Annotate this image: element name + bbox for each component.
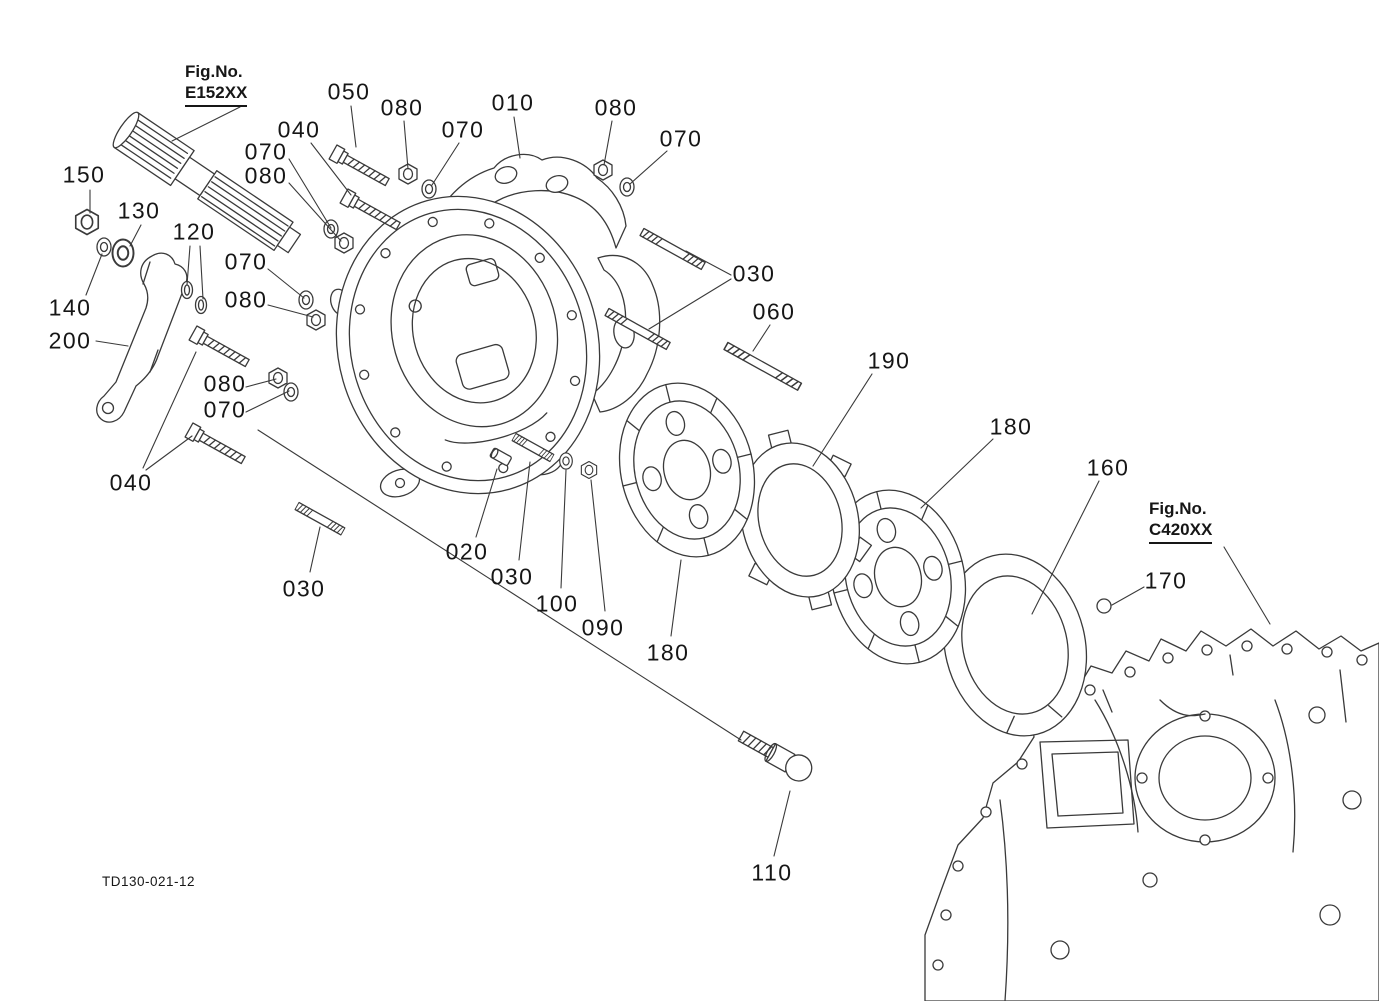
fig-ref-label: Fig.No. [185, 62, 243, 81]
clutch-housing [329, 153, 661, 498]
part-callout-030-27: 030 [490, 563, 534, 590]
part-callout-140-3: 140 [48, 294, 92, 321]
stud-030-bottom [294, 501, 346, 536]
washer-130 [111, 238, 135, 268]
part-callout-050-8: 050 [327, 78, 371, 105]
bolt-040-left-1 [188, 325, 252, 371]
part-callout-170-23: 170 [1144, 567, 1188, 594]
part-callout-040-7: 040 [277, 116, 321, 143]
bolt-050 [328, 144, 392, 190]
part-callout-180-21: 180 [989, 413, 1033, 440]
ball-170 [1096, 598, 1112, 614]
part-callout-180-30: 180 [646, 639, 690, 666]
part-callout-070-14: 070 [224, 248, 268, 275]
part-callout-100-28: 100 [535, 590, 579, 617]
washer-070-b [619, 177, 635, 197]
part-callout-040-24: 040 [109, 469, 153, 496]
washer-140 [96, 237, 112, 257]
part-callout-200-4: 200 [48, 327, 92, 354]
fasteners [74, 144, 1112, 782]
part-callout-080-19: 080 [203, 370, 247, 397]
bolt-040-top [339, 188, 403, 234]
part-callout-070-20: 070 [203, 396, 247, 423]
part-callout-010-11: 010 [491, 89, 535, 116]
drawing-code: TD130-021-12 [102, 874, 196, 889]
bolt-110 [737, 730, 813, 782]
part-callout-070-5: 070 [244, 138, 288, 165]
nut-080-c [334, 232, 354, 254]
nut-090 [580, 460, 598, 480]
nut-150 [74, 208, 100, 236]
washer-100 [559, 452, 573, 470]
part-callout-130-1: 130 [117, 197, 161, 224]
part-callout-080-15: 080 [224, 286, 268, 313]
nut-080-d [306, 309, 326, 331]
part-callout-090-29: 090 [581, 614, 625, 641]
part-callout-060-17: 060 [752, 298, 796, 325]
part-callout-070-10: 070 [441, 116, 485, 143]
clutch-disc-rear [829, 489, 967, 665]
clutch-disc-front [618, 382, 756, 558]
part-callout-030-25: 030 [282, 575, 326, 602]
part-callout-070-13: 070 [659, 125, 703, 152]
fig-ref-number: C420XX [1149, 519, 1213, 544]
part-callout-160-22: 160 [1086, 454, 1130, 481]
bolt-040-left-2 [184, 422, 248, 468]
part-callout-080-6: 080 [244, 162, 288, 189]
part-callout-190-18: 190 [867, 347, 911, 374]
part-callout-080-9: 080 [380, 94, 424, 121]
stud-030-1 [639, 227, 706, 271]
shift-lever [96, 252, 188, 423]
part-callout-030-16: 030 [732, 260, 776, 287]
fig-ref-c420xx: Fig.No. C420XX [1149, 498, 1213, 544]
part-callout-020-26: 020 [445, 538, 489, 565]
fig-ref-number: E152XX [185, 82, 248, 107]
nut-080-b [593, 159, 613, 181]
fig-ref-label: Fig.No. [1149, 499, 1207, 518]
brake-plate [727, 429, 873, 611]
shim-plate [942, 553, 1088, 737]
stud-060 [723, 341, 803, 391]
oring-120-2 [194, 295, 208, 315]
washer-070-d [298, 290, 314, 310]
fig-ref-e152xx: Fig.No. E152XX [185, 61, 248, 107]
pto-shaft [112, 111, 302, 254]
part-callout-080-12: 080 [594, 94, 638, 121]
part-callout-150-0: 150 [62, 161, 106, 188]
nut-080-e [268, 367, 288, 389]
part-callout-120-2: 120 [172, 218, 216, 245]
leader-lines [85, 105, 1271, 857]
part-callout-110-31: 110 [751, 859, 793, 886]
